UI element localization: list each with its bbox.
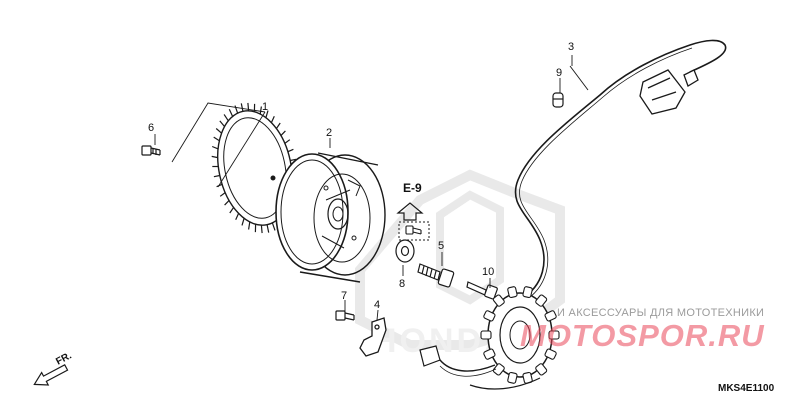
ring-tooth	[223, 114, 229, 122]
stator-pole	[483, 310, 496, 322]
reference-code: MKS4E1100	[718, 383, 775, 394]
flywheel-part	[275, 152, 386, 283]
callout-6: 6	[148, 122, 154, 134]
ring-tooth	[211, 155, 218, 159]
bolt-6-part	[141, 145, 161, 156]
ring-tooth	[290, 158, 297, 162]
ring-tooth	[213, 174, 220, 178]
ring-tooth	[259, 106, 262, 115]
ring-tooth	[266, 224, 270, 233]
ring-tooth	[213, 136, 220, 142]
stator-pole	[535, 363, 548, 376]
stator-part	[419, 39, 727, 390]
watermark-logo: MOTOSPOR.RU	[520, 318, 765, 353]
watermark-text: И АКСЕССУАРЫ ДЛЯ МОТОТЕХНИКИ	[557, 307, 764, 319]
ring-tooth	[211, 145, 219, 150]
ring-tooth	[219, 192, 226, 197]
callout-7: 7	[341, 290, 347, 302]
stator-pole	[535, 294, 548, 307]
stator-pole	[522, 286, 533, 299]
front-direction-indicator: FR.	[33, 350, 74, 386]
stator-pole	[544, 348, 557, 360]
store-watermark: И АКСЕССУАРЫ ДЛЯ МОТОТЕХНИКИ MOTOSPOR.RU	[520, 307, 765, 353]
ring-tooth	[275, 122, 281, 129]
section-ref-arrow	[396, 202, 424, 221]
callout-9: 9	[556, 67, 562, 79]
section-ref-label: E-9	[403, 181, 422, 195]
callout-8: 8	[399, 278, 405, 290]
ring-tooth	[229, 207, 235, 214]
stator-pole	[507, 286, 518, 299]
ring-tooth	[248, 221, 251, 230]
direction-label: FR.	[54, 350, 74, 367]
stator-pole	[492, 294, 505, 307]
bracket-4-part	[359, 317, 387, 357]
ring-tooth	[224, 199, 230, 206]
arrow-left-icon	[33, 364, 69, 386]
bolt-10-part	[466, 281, 498, 300]
brand-watermark: HONDA	[355, 169, 565, 360]
callout-10: 10	[482, 266, 494, 278]
ring-tooth	[287, 148, 294, 153]
ring-tooth	[270, 115, 275, 123]
section-reference: E-9	[396, 181, 430, 241]
stator-pole	[507, 371, 518, 384]
ring-tooth	[215, 128, 222, 134]
stator-pole	[548, 330, 560, 340]
callout-3: 3	[568, 41, 574, 53]
ring-tooth	[219, 120, 225, 127]
small-bolt-icon	[405, 225, 422, 235]
ring-tooth	[271, 222, 276, 231]
grommet-9-part	[552, 92, 564, 108]
callout-1: 1	[262, 101, 268, 113]
stator-pole	[544, 310, 557, 322]
leader-lines	[154, 55, 589, 321]
stator-pole	[483, 348, 496, 360]
stator-pole	[492, 363, 505, 376]
harness-connector	[639, 69, 699, 115]
callout-5: 5	[438, 240, 444, 252]
ring-tooth	[241, 218, 245, 226]
bolt-7-part	[335, 310, 355, 321]
bolt-5-part	[417, 263, 455, 288]
ring-tooth	[235, 213, 240, 221]
callout-2: 2	[326, 127, 332, 139]
ring-tooth	[228, 109, 234, 117]
callouts: 1 2 3 4 5 6 7 8 9 10	[148, 41, 574, 311]
ring-tooth	[265, 110, 269, 118]
ring-tooth	[240, 103, 244, 112]
ring-tooth	[260, 225, 263, 234]
callout-4: 4	[374, 299, 380, 311]
ring-tooth	[284, 139, 291, 144]
stator-pole	[480, 330, 492, 340]
ring-tooth	[234, 105, 239, 114]
washer-8-part	[395, 239, 415, 263]
ring-tooth	[280, 130, 286, 137]
